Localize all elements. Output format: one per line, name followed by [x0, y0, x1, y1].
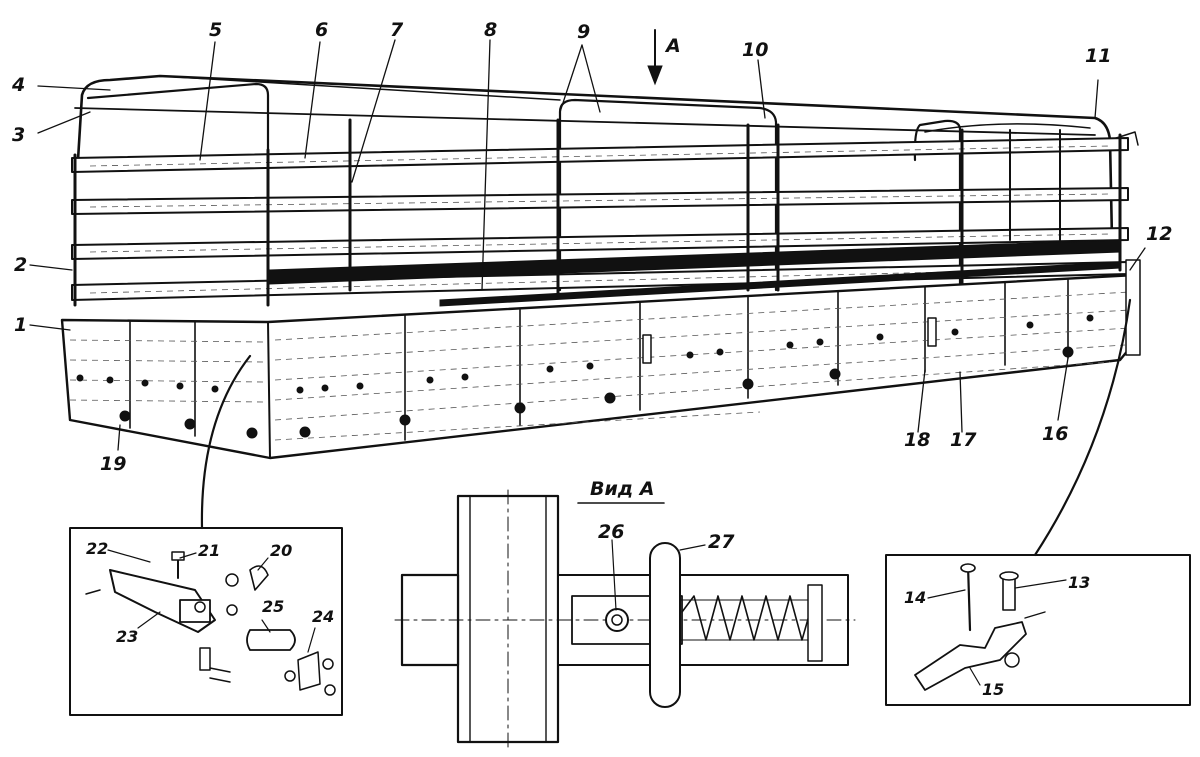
callout-16: 16 — [1042, 423, 1068, 445]
callout-18: 18 — [904, 429, 930, 451]
leader-lines — [29, 39, 1146, 451]
callout-23: 23 — [116, 627, 138, 646]
side-rack-slats — [71, 137, 1129, 307]
callout-27: 27 — [708, 531, 735, 553]
callout-7: 7 — [390, 19, 404, 41]
view-a-arrow: А — [647, 29, 681, 86]
callout-22: 22 — [86, 539, 108, 558]
callout-6: 6 — [315, 19, 328, 41]
callout-numbers: 1 2 3 4 5 6 7 8 9 10 11 12 13 14 15 16 1… — [11, 19, 1172, 699]
callout-14: 14 — [904, 588, 926, 607]
callout-17: 17 — [950, 429, 977, 451]
callout-26: 26 — [598, 521, 624, 543]
cargo-body-drawing: А — [29, 29, 1146, 557]
callout-3: 3 — [12, 124, 25, 146]
callout-9: 9 — [577, 21, 590, 43]
callout-15: 15 — [982, 680, 1004, 699]
callout-5: 5 — [209, 19, 222, 41]
callout-24: 24 — [312, 607, 334, 626]
view-a-title: Вид А — [590, 478, 654, 500]
callout-20: 20 — [270, 541, 292, 560]
callout-13: 13 — [1068, 573, 1090, 592]
inset-right-latch-detail — [885, 554, 1191, 706]
view-a-detail: Вид А — [394, 478, 856, 749]
callout-19: 19 — [100, 453, 126, 475]
callout-21: 21 — [198, 541, 220, 560]
callout-1: 1 — [14, 314, 27, 336]
lower-sideboards — [60, 259, 1141, 460]
callout-4: 4 — [11, 74, 25, 96]
view-arrow-label: А — [664, 35, 681, 57]
callout-12: 12 — [1146, 223, 1172, 245]
callout-10: 10 — [742, 39, 768, 61]
rack-stakes — [73, 118, 1122, 307]
inset-left-hinge-detail — [69, 527, 343, 716]
callout-25: 25 — [262, 597, 284, 616]
callout-8: 8 — [484, 19, 497, 41]
callout-11: 11 — [1085, 45, 1111, 67]
callout-2: 2 — [14, 254, 27, 276]
